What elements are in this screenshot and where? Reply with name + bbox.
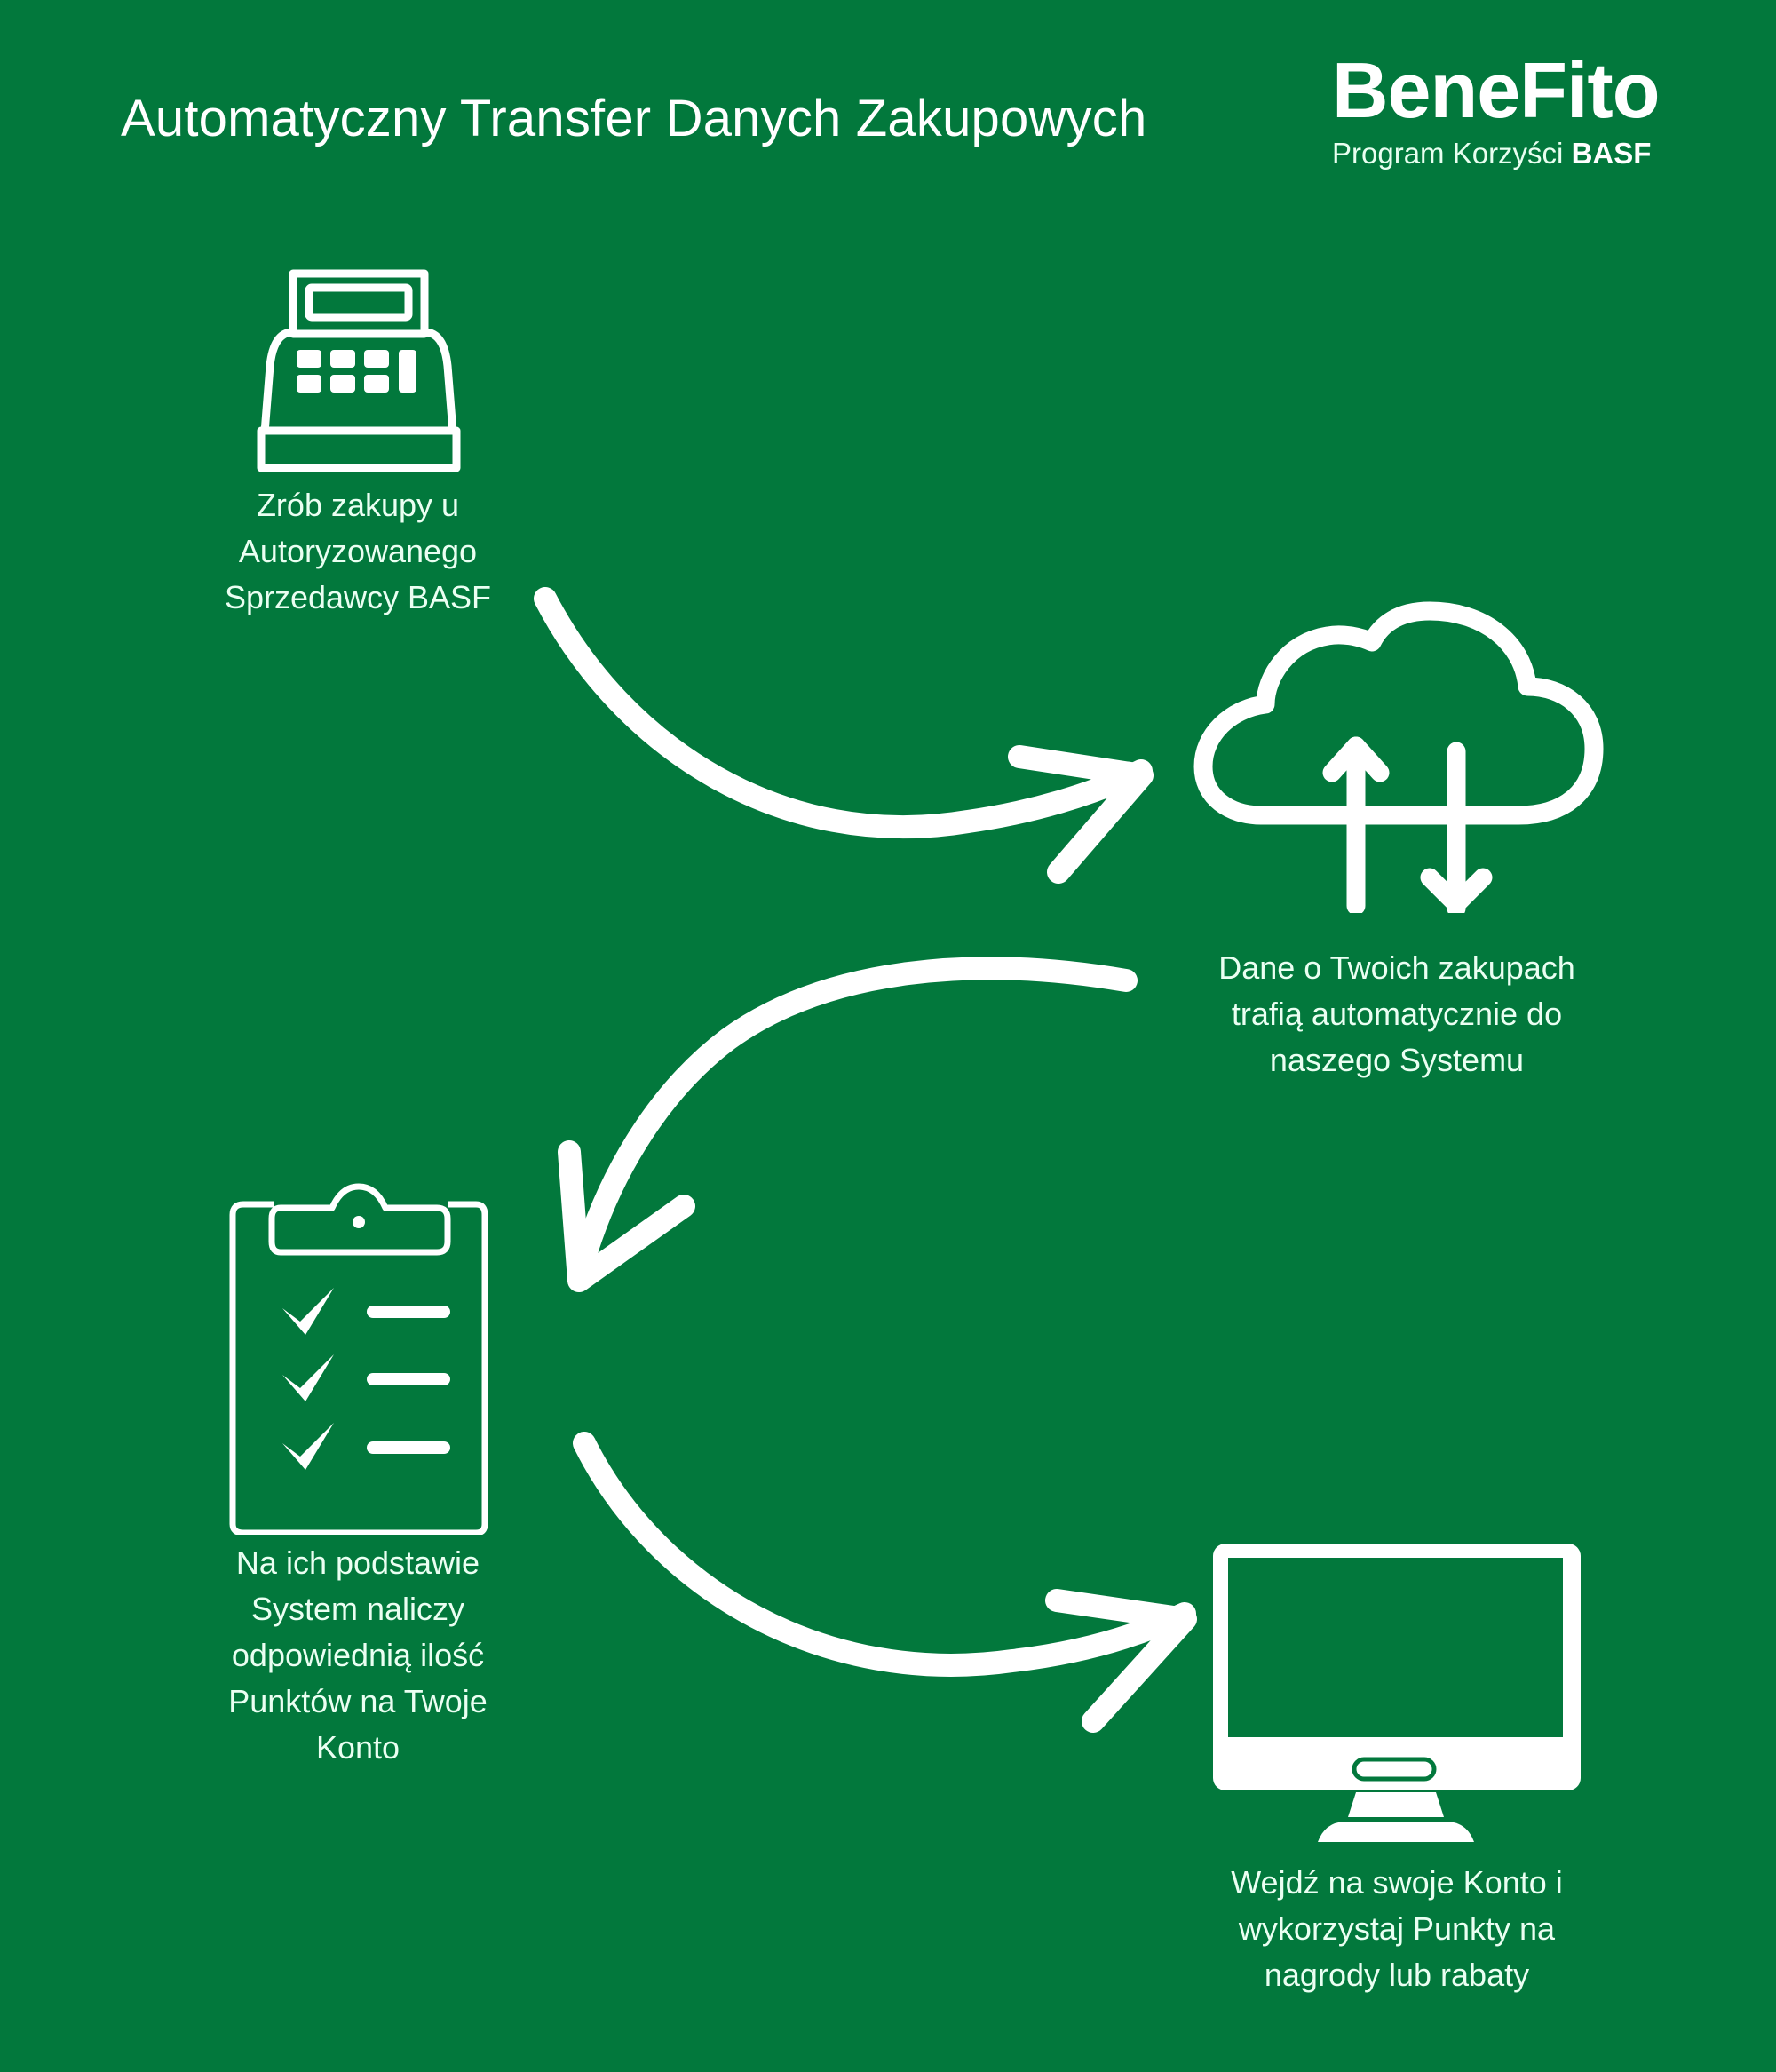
arrow-step2-to-step3 [558,957,1138,1292]
step-4-text: Wejdź na swoje Konto i wykorzystaj Punkt… [1184,1860,1610,1998]
arrow-step1-to-step2 [534,587,1154,884]
step-1-line: Autoryzowanego [238,533,478,569]
logo-subtitle-brand: BASF [1571,137,1652,170]
step-3-line: Konto [315,1729,400,1766]
arrow-step3-to-step4 [573,1432,1197,1733]
step-4-line: nagrody lub rabaty [1264,1957,1530,1993]
step-1-text: Zrób zakupy u Autoryzowanego Sprzedawcy … [145,482,571,621]
benefito-logo: BeneFito Program Korzyści BASF [1332,52,1705,171]
cloud-sync-icon [1193,601,1604,913]
step-3-line: System naliczy [250,1591,465,1627]
step-4-line: Wejdź na swoje Konto i [1231,1864,1563,1901]
step-3-text: Na ich podstawie System naliczy odpowied… [145,1540,571,1771]
page-title: Automatyczny Transfer Danych Zakupowych [121,90,1147,147]
clipboard-checklist-icon [229,1183,488,1535]
logo-subtitle: Program Korzyści BASF [1332,137,1705,171]
cash-register-icon [257,269,461,472]
step-2-line: Dane o Twoich zakupach [1218,949,1575,986]
logo-name: BeneFito [1332,46,1660,134]
step-3-line: odpowiednią ilość [231,1637,485,1673]
step-1-line: Sprzedawcy BASF [224,579,492,615]
computer-monitor-icon [1213,1544,1581,1842]
logo-subtitle-prefix: Program Korzyści [1332,137,1564,170]
step-2-text: Dane o Twoich zakupach trafią automatycz… [1184,945,1610,1084]
step-4-line: wykorzystaj Punkty na [1238,1910,1556,1947]
step-1-line: Zrób zakupy u [256,487,460,523]
step-2-line: naszego Systemu [1269,1042,1525,1078]
step-3-line: Punktów na Twoje [228,1683,488,1719]
step-3-line: Na ich podstawie [235,1544,480,1581]
step-2-line: trafią automatycznie do [1231,996,1563,1032]
